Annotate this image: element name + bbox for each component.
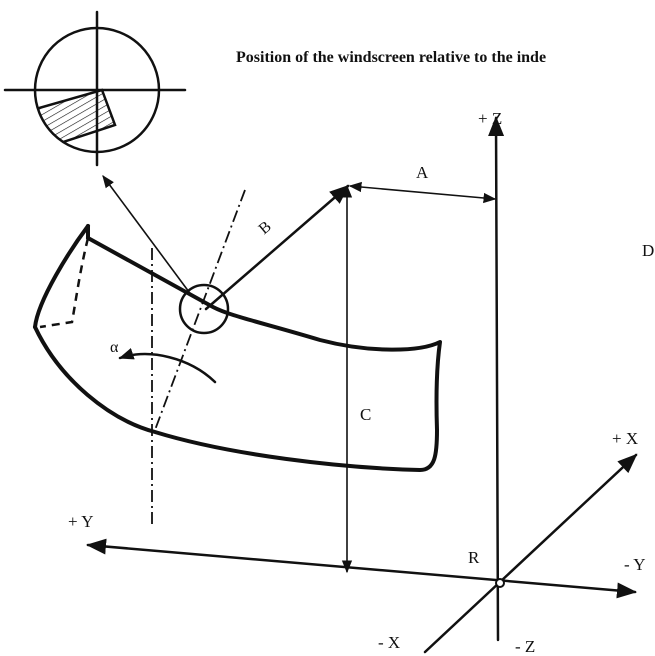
diagram-title: Position of the windscreen relative to t… xyxy=(236,49,546,66)
dimension-a-label: A xyxy=(416,163,429,182)
reference-point-circle xyxy=(178,283,230,335)
detail-leader-line xyxy=(102,174,193,297)
detail-view xyxy=(3,10,187,167)
minus-x-label: - X xyxy=(378,633,400,652)
x-axis xyxy=(423,453,638,654)
angle-arc xyxy=(118,348,217,384)
windscreen-outline xyxy=(33,224,442,472)
z-axis xyxy=(488,116,505,642)
windscreen-section-hatched xyxy=(35,88,117,150)
y-axis xyxy=(86,538,637,599)
dimension-d-label: D xyxy=(642,241,654,260)
plus-z-label: + Z xyxy=(478,109,502,128)
minus-y-label: - Y xyxy=(624,555,646,574)
angle-label: α xyxy=(110,339,119,356)
origin-label: R xyxy=(468,548,480,567)
dimension-c-label: C xyxy=(360,405,371,424)
minus-z-label: - Z xyxy=(515,637,535,656)
plus-x-label: + X xyxy=(612,429,638,448)
plus-y-label: + Y xyxy=(68,512,93,531)
dimension-a-line xyxy=(348,181,497,204)
inclined-centerline xyxy=(154,189,246,431)
dimension-b-label: B xyxy=(256,218,275,238)
origin-point xyxy=(495,578,505,588)
dimension-b-line xyxy=(204,184,350,311)
